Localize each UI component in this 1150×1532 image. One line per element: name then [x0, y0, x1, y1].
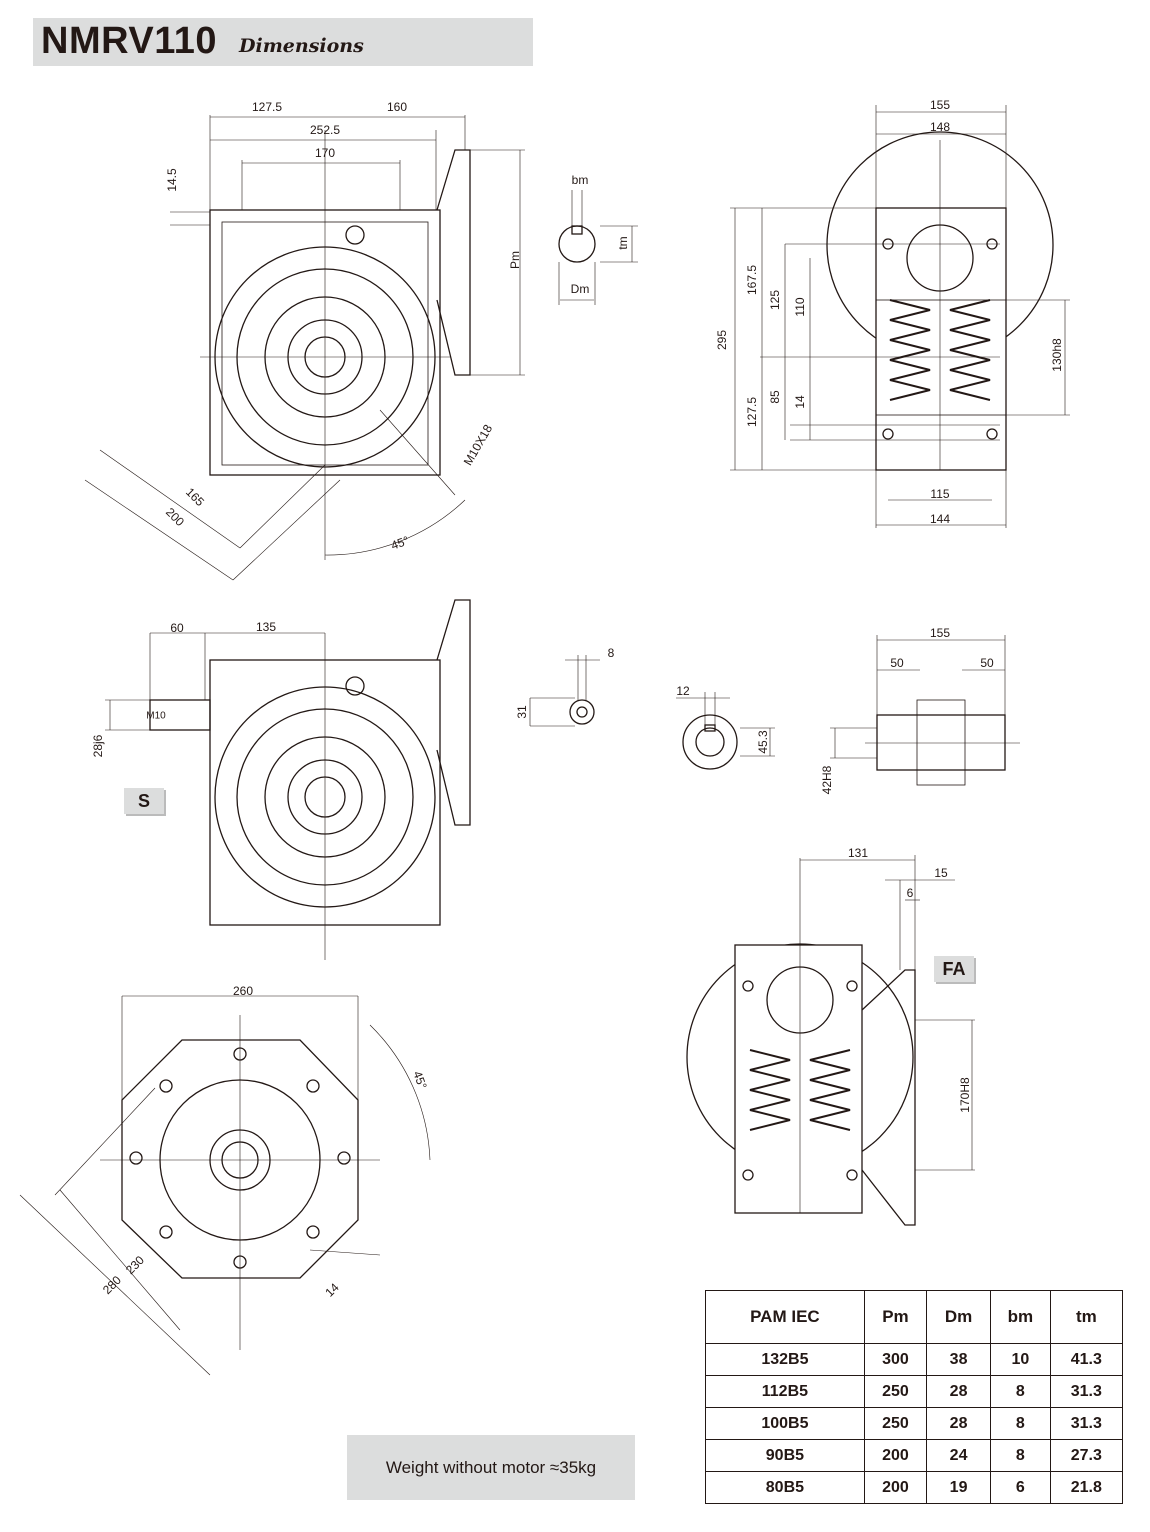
dim-dm: Dm — [570, 282, 590, 296]
cell: 250 — [863, 1375, 928, 1408]
dim-45-3: 45.3 — [756, 730, 770, 754]
dim-144: 144 — [929, 512, 951, 526]
cell: 41.3 — [1049, 1343, 1124, 1376]
dim-115: 115 — [930, 487, 950, 501]
cell: 38 — [926, 1343, 992, 1376]
dim-170: 170 — [314, 146, 336, 160]
dim-155: 155 — [929, 98, 951, 112]
dim-260: 260 — [232, 984, 254, 998]
dim-85: 85 — [768, 390, 782, 404]
cell: 80B5 — [705, 1471, 865, 1504]
cell: 200 — [863, 1439, 928, 1472]
cell: 200 — [863, 1471, 928, 1504]
cell: 132B5 — [705, 1343, 865, 1376]
dim-8: 8 — [607, 646, 615, 660]
dim-42h8: 42H8 — [820, 765, 834, 795]
title-banner: NMRV110 Dimensions — [33, 18, 533, 66]
cell: 24 — [926, 1439, 992, 1472]
input-key-drawing — [529, 655, 600, 727]
cell: 21.8 — [1049, 1471, 1124, 1504]
dim-28j6: 28j6 — [91, 734, 105, 758]
cell: 31.3 — [1049, 1375, 1124, 1408]
s-view-drawing — [105, 599, 471, 960]
cell: 31.3 — [1049, 1407, 1124, 1440]
dim-12: 12 — [676, 684, 690, 698]
dim-14-5: 14.5 — [165, 168, 179, 192]
dim-252-5: 252.5 — [309, 123, 341, 137]
flange-view-drawing — [19, 995, 431, 1376]
dim-125: 125 — [768, 289, 782, 311]
cell: 8 — [990, 1439, 1051, 1472]
dim-pm: Pm — [508, 251, 522, 269]
cell: 27.3 — [1049, 1439, 1124, 1472]
side-view-drawing — [730, 105, 1070, 528]
dim-bm: bm — [571, 173, 589, 187]
dim-127-5: 127.5 — [251, 100, 283, 114]
dim-m10: M10 — [146, 710, 166, 722]
s-version-badge: S — [124, 788, 164, 814]
dim-135: 135 — [255, 620, 277, 634]
col-dm: Dm — [926, 1290, 992, 1344]
dim-167-5: 167.5 — [745, 264, 759, 296]
cell: 8 — [990, 1407, 1051, 1440]
fa-view-drawing — [686, 855, 975, 1226]
fa-version-badge: FA — [934, 956, 974, 982]
weight-note: Weight without motor ≈35kg — [347, 1435, 635, 1500]
front-view-drawing — [84, 115, 525, 581]
model-name: NMRV110 — [41, 20, 218, 62]
dim-160: 160 — [386, 100, 408, 114]
dim-50-right: 50 — [980, 656, 994, 670]
col-bm: bm — [990, 1290, 1051, 1344]
output-key-drawing — [676, 692, 775, 770]
dim-tm: tm — [616, 236, 630, 250]
dim-31: 31 — [515, 705, 529, 719]
cell: 250 — [863, 1407, 928, 1440]
dim-131: 131 — [847, 846, 869, 860]
cell: 8 — [990, 1375, 1051, 1408]
cell: 90B5 — [705, 1439, 865, 1472]
dim-6: 6 — [906, 886, 914, 900]
dim-295: 295 — [715, 329, 729, 351]
dim-127-5-side: 127.5 — [745, 396, 759, 428]
dim-170h8: 170H8 — [958, 1077, 972, 1113]
dim-14-side: 14 — [793, 395, 807, 409]
dim-130h8: 130h8 — [1050, 338, 1064, 372]
cell: 10 — [990, 1343, 1051, 1376]
cell: 28 — [926, 1375, 992, 1408]
cell: 112B5 — [705, 1375, 865, 1408]
dim-15: 15 — [934, 866, 948, 880]
dim-110: 110 — [793, 297, 807, 317]
keyway-detail-drawing — [558, 190, 638, 305]
dim-50-left: 50 — [890, 656, 904, 670]
cell: 300 — [863, 1343, 928, 1376]
cell: 100B5 — [705, 1407, 865, 1440]
dim-155-shaft: 155 — [929, 626, 951, 640]
cell: 19 — [926, 1471, 992, 1504]
dim-60: 60 — [170, 621, 184, 635]
cell: 6 — [990, 1471, 1051, 1504]
col-tm: tm — [1049, 1290, 1124, 1344]
table-header-row: PAM IEC Pm Dm bm tm — [705, 1290, 1124, 1344]
col-pam-iec: PAM IEC — [705, 1290, 865, 1344]
dim-148: 148 — [929, 120, 951, 134]
hollow-shaft-drawing — [830, 635, 1020, 786]
col-pm: Pm — [863, 1290, 928, 1344]
page-subtitle: Dimensions — [239, 35, 364, 57]
cell: 28 — [926, 1407, 992, 1440]
